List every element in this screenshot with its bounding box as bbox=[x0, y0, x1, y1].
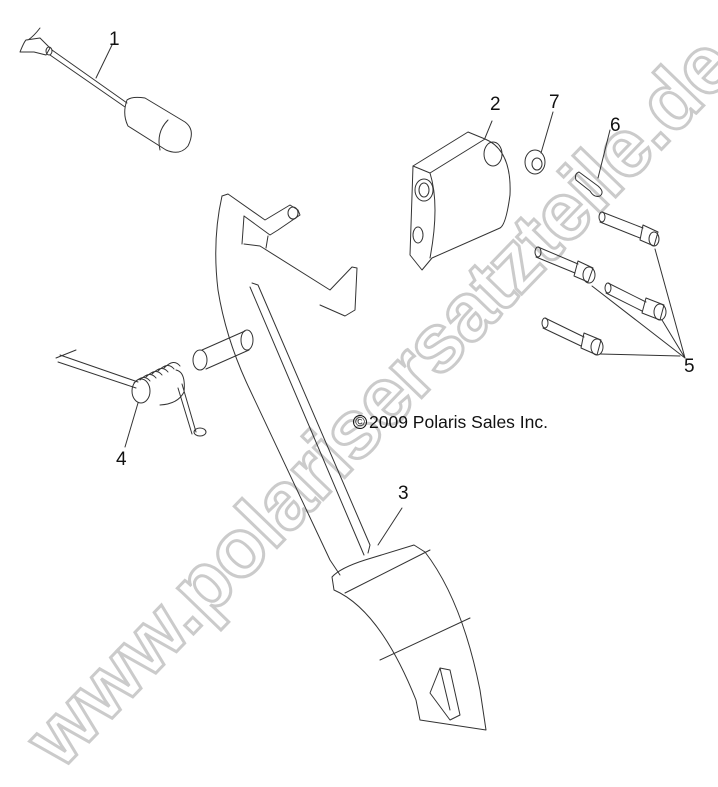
callout-4: 4 bbox=[116, 449, 127, 470]
part-2-block bbox=[409, 120, 511, 271]
copyright-symbol: © bbox=[353, 415, 367, 429]
copyright-notice: ©2009 Polaris Sales Inc. bbox=[353, 412, 548, 433]
callout-6: 6 bbox=[610, 115, 621, 136]
part-7-washer bbox=[524, 111, 554, 175]
callout-1: 1 bbox=[109, 29, 120, 50]
callout-3: 3 bbox=[398, 483, 409, 504]
parts-drawing bbox=[19, 27, 686, 731]
copyright-text: 2009 Polaris Sales Inc. bbox=[369, 412, 548, 432]
part-4-spring bbox=[55, 329, 254, 448]
part-3-pedal bbox=[215, 193, 487, 731]
part-1-switch bbox=[19, 27, 192, 153]
callout-2: 2 bbox=[490, 94, 501, 115]
callout-5: 5 bbox=[684, 356, 695, 377]
callout-7: 7 bbox=[549, 92, 560, 113]
part-5-screws bbox=[534, 211, 686, 359]
parts-diagram: www.polarisersatzteile.de bbox=[7, 18, 718, 785]
part-6-cotter-pin bbox=[574, 129, 611, 197]
